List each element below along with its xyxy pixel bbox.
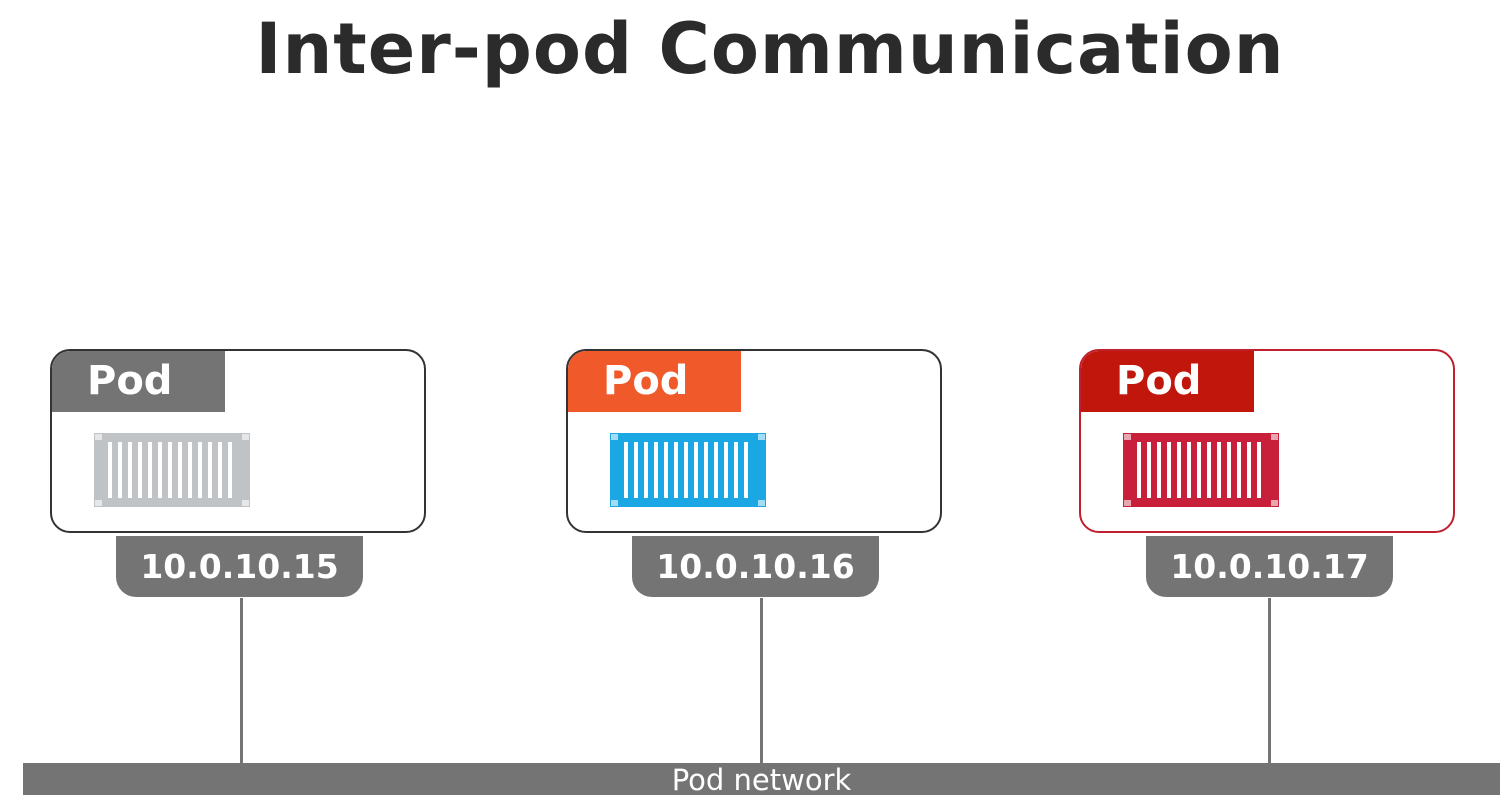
pod-ip-badge: 10.0.10.16	[632, 536, 879, 597]
page-title: Inter-pod Communication	[255, 8, 1285, 90]
shipping-container-icon	[1123, 433, 1279, 511]
pod-box: Pod	[50, 349, 426, 533]
network-link-line	[1268, 598, 1271, 764]
pod-network-bar: Pod network	[23, 763, 1500, 797]
pod-label: Pod	[568, 351, 741, 412]
pod-box: Pod	[1079, 349, 1455, 533]
shipping-container-icon	[94, 433, 250, 511]
network-link-line	[240, 598, 243, 764]
shipping-container-icon	[610, 433, 766, 511]
pod-ip-badge: 10.0.10.15	[116, 536, 363, 597]
pod-label: Pod	[52, 351, 225, 412]
pod-label: Pod	[1081, 351, 1254, 412]
pod-ip-badge: 10.0.10.17	[1146, 536, 1393, 597]
pod-box: Pod	[566, 349, 942, 533]
network-link-line	[760, 598, 763, 764]
